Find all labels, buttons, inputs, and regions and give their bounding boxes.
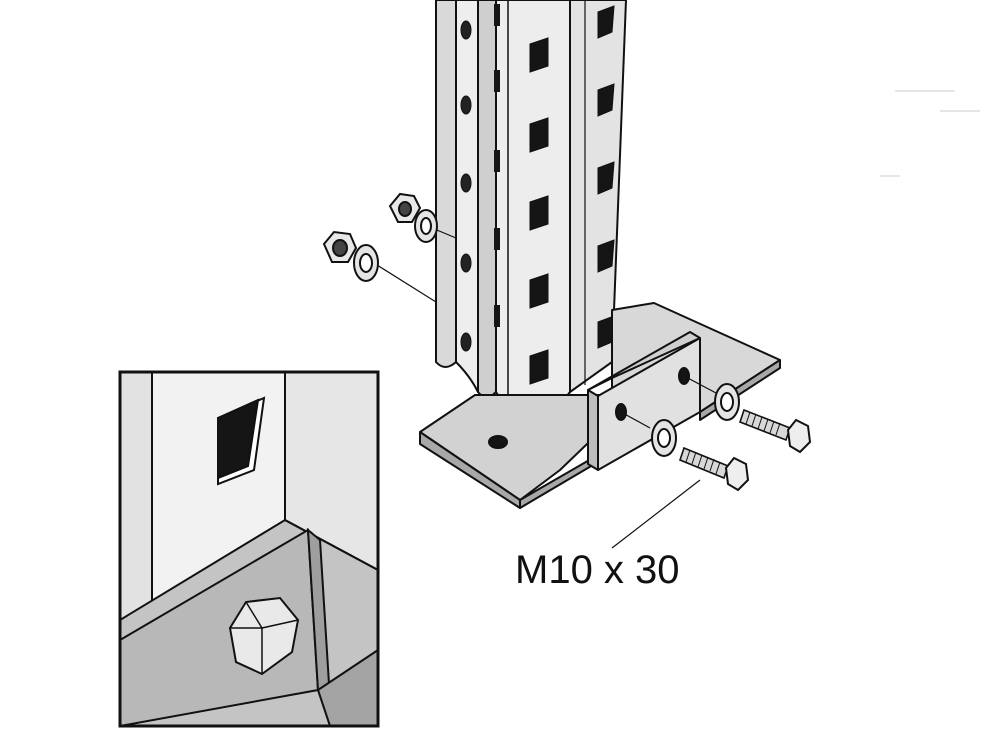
detail-inset <box>118 370 380 728</box>
assembly-guide-lines <box>376 227 717 429</box>
washer-upper <box>414 209 438 243</box>
upright-round-holes <box>460 20 472 352</box>
bolt-leader-line <box>611 479 701 549</box>
scan-specks <box>880 90 980 177</box>
upright-column <box>435 0 627 413</box>
washer-lower <box>353 244 379 282</box>
hex-bolt-upper <box>739 408 812 454</box>
footplate <box>419 302 781 509</box>
detail-inset-frame <box>118 370 380 728</box>
upright-narrow-slots <box>494 4 500 327</box>
hex-bolt-lower <box>679 446 750 492</box>
upright-front-slots <box>529 37 549 385</box>
upright-side-slots <box>597 5 615 349</box>
hex-nut-upper <box>388 192 422 223</box>
hex-nut-lower <box>322 230 358 263</box>
washer-bolt-lower <box>651 419 677 457</box>
bolt-spec-label: M10 x 30 <box>515 548 680 592</box>
washer-bolt-upper <box>714 383 740 421</box>
